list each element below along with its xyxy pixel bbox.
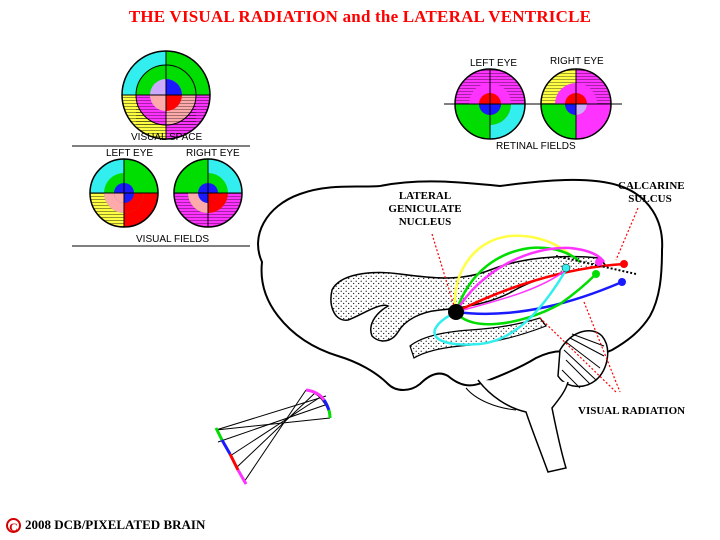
- calcarine-label-line-2: SULCUS: [628, 193, 672, 205]
- lgn-label-line-1: LATERAL: [398, 190, 452, 202]
- projection-diagram: [215, 389, 331, 485]
- pointer-lines: [431, 207, 639, 393]
- copyright-text: 2008 DCB/PIXELATED BRAIN: [25, 517, 206, 532]
- temporal-horn: [409, 317, 547, 359]
- calcarine-label-line-1: CALCARINE: [618, 180, 685, 192]
- visual-space-label: VISUAL SPACE: [131, 132, 203, 143]
- brainstem: [477, 379, 569, 473]
- retinal-field-right-eye: [530, 68, 622, 140]
- copyright-footer: C 2008 DCB/PIXELATED BRAIN: [6, 517, 206, 534]
- retinal-right-eye-label: RIGHT EYE: [550, 56, 604, 67]
- retinal-fields-label: RETINAL FIELDS: [496, 141, 576, 152]
- termination-dots: [561, 258, 628, 286]
- visual-fields-label: VISUAL FIELDS: [136, 234, 209, 245]
- visual-fields-left-eye-label: LEFT EYE: [106, 148, 154, 159]
- visual-radiation-label: VISUAL RADIATION: [578, 405, 686, 417]
- visual-field-right-eye: [173, 158, 243, 228]
- lateral-geniculate-nucleus: [448, 304, 464, 320]
- projection-arc-colors: [214, 388, 332, 485]
- retinal-left-eye-label: LEFT EYE: [470, 58, 518, 69]
- lgn-label-line-3: NUCLEUS: [398, 216, 452, 228]
- optic-radiation: [433, 234, 625, 346]
- visual-space-globe: [121, 50, 211, 140]
- lateral-ventricle: [330, 255, 608, 342]
- visual-fields-right-eye-label: RIGHT EYE: [186, 148, 240, 159]
- lgn-label: LATERAL GENICULATE NUCLEUS: [384, 190, 466, 229]
- copyright-icon: C: [6, 518, 21, 534]
- page-title: THE VISUAL RADIATION and the LATERAL VEN…: [128, 7, 592, 26]
- calcarine-sulcus-label: CALCARINE SULCUS: [618, 180, 685, 206]
- lgn-label-line-2: GENICULATE: [388, 203, 462, 215]
- visual-field-left-eye: [89, 158, 159, 228]
- retinal-field-left-eye: [444, 68, 536, 140]
- calcarine-sulcus-line: [555, 255, 637, 275]
